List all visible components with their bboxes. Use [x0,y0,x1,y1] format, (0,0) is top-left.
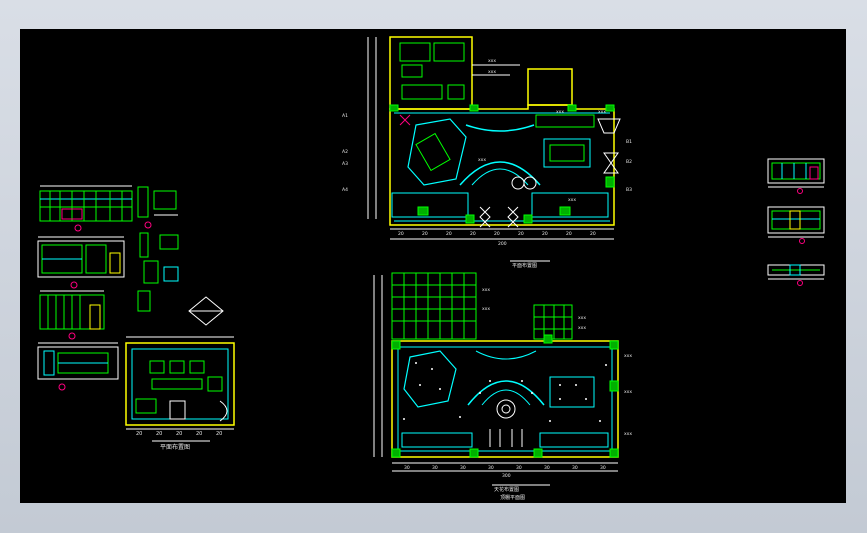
ceil-dim-4: 30 [488,465,494,471]
small-dim-3: 20 [176,431,182,437]
ceil-dim-3: 30 [460,465,466,471]
tag-b2: B2 [626,159,632,165]
ceil-note-2: xxx [482,307,490,312]
main-dim-1: 20 [398,231,404,237]
callout-6: xxx [568,198,576,203]
elevation-marker-icon [74,224,82,232]
tag-b3: B3 [626,187,632,193]
ceiling-plan-subtitle: 顶棚平面图 [500,494,525,501]
ceiling-plan: 30 30 30 30 30 30 30 30 300 xxx xxx xxx … [373,272,632,501]
left-elevation-sheet-1 [39,185,133,232]
small-dim-1: 20 [136,431,142,437]
main-dim-4: 20 [470,231,476,237]
tag-a3: A3 [342,161,348,167]
ceil-note-5: xxx [624,354,632,359]
cad-drawing-canvas[interactable]: 20 20 20 20 20 平面布置图 [20,29,846,503]
callout-4: xxx [598,110,606,115]
tag-a2: A2 [342,149,348,155]
cad-model-viewport[interactable]: 20 20 20 20 20 平面布置图 [20,29,846,503]
north-arrow-icon [188,296,224,326]
main-dim-9: 20 [590,231,596,237]
tag-a4: A4 [342,187,348,193]
ceil-dim-total: 300 [502,473,511,479]
left-detail-column [137,186,179,312]
ceil-note-6: xxx [624,390,632,395]
callout-1: xxx [488,59,496,64]
tag-a1: A1 [342,113,348,119]
ceil-dim-5: 30 [516,465,522,471]
callout-3: xxx [556,110,564,115]
right-elevation-sheets [767,158,825,286]
small-floor-plan: 20 20 20 20 20 平面布置图 [125,296,235,451]
small-plan-title: 平面布置图 [160,443,190,451]
ceil-note-3: xxx [578,316,586,321]
ceil-note-4: xxx [578,326,586,331]
main-plan-title: 平面布置图 [512,262,537,269]
section-marker-icon [797,188,803,194]
main-dim-total: 200 [498,241,507,247]
left-elevation-sheet-2 [37,236,125,289]
callout-5: xxx [478,158,486,163]
ceil-note-1: xxx [482,288,490,293]
main-dim-8: 20 [566,231,572,237]
small-dim-5: 20 [216,431,222,437]
ceil-dim-8: 30 [600,465,606,471]
ceil-dim-2: 30 [432,465,438,471]
small-dim-4: 20 [196,431,202,437]
main-dim-7: 20 [542,231,548,237]
callout-2: xxx [488,70,496,75]
ceil-dim-6: 30 [544,465,550,471]
left-elevation-sheet-3 [39,290,105,340]
main-dim-3: 20 [446,231,452,237]
main-dim-6: 20 [518,231,524,237]
left-elevation-sheet-4 [37,342,119,391]
ceil-dim-7: 30 [572,465,578,471]
small-dim-2: 20 [156,431,162,437]
ceil-dim-1: 30 [404,465,410,471]
main-dim-2: 20 [422,231,428,237]
tag-b1: B1 [626,139,632,145]
ceiling-plan-title: 天花布置图 [494,486,519,493]
main-dim-5: 20 [494,231,500,237]
main-floor-plan: 20 20 20 20 20 20 20 20 20 200 A1 A2 A3 … [342,36,632,269]
ceil-note-7: xxx [624,432,632,437]
